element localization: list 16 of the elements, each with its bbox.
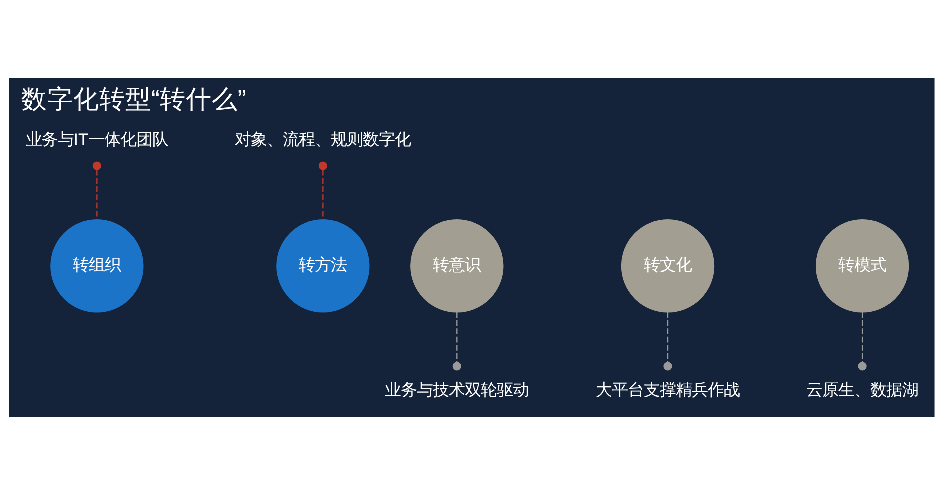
node-text: 业务与技术双轮驱动 — [385, 382, 530, 400]
connector — [858, 312, 867, 371]
node-circle: 转组织 — [50, 220, 144, 313]
node-circle: 转文化 — [621, 220, 715, 313]
connector — [452, 312, 462, 371]
connector — [92, 162, 102, 220]
connector — [318, 162, 328, 220]
node-text: 对象、流程、规则数字化 — [235, 131, 412, 150]
node-text: 大平台支撑精兵作战 — [596, 382, 740, 400]
node-circle: 转模式 — [816, 220, 910, 313]
node-text: 业务与IT一体化团队 — [26, 131, 168, 150]
node-circle: 转方法 — [276, 220, 370, 313]
connector — [664, 312, 672, 371]
node-circle: 转意识 — [410, 220, 504, 313]
diagram-title: 数字化转型“转什么” — [21, 86, 246, 114]
node-text: 云原生、数据湖 — [806, 382, 919, 400]
